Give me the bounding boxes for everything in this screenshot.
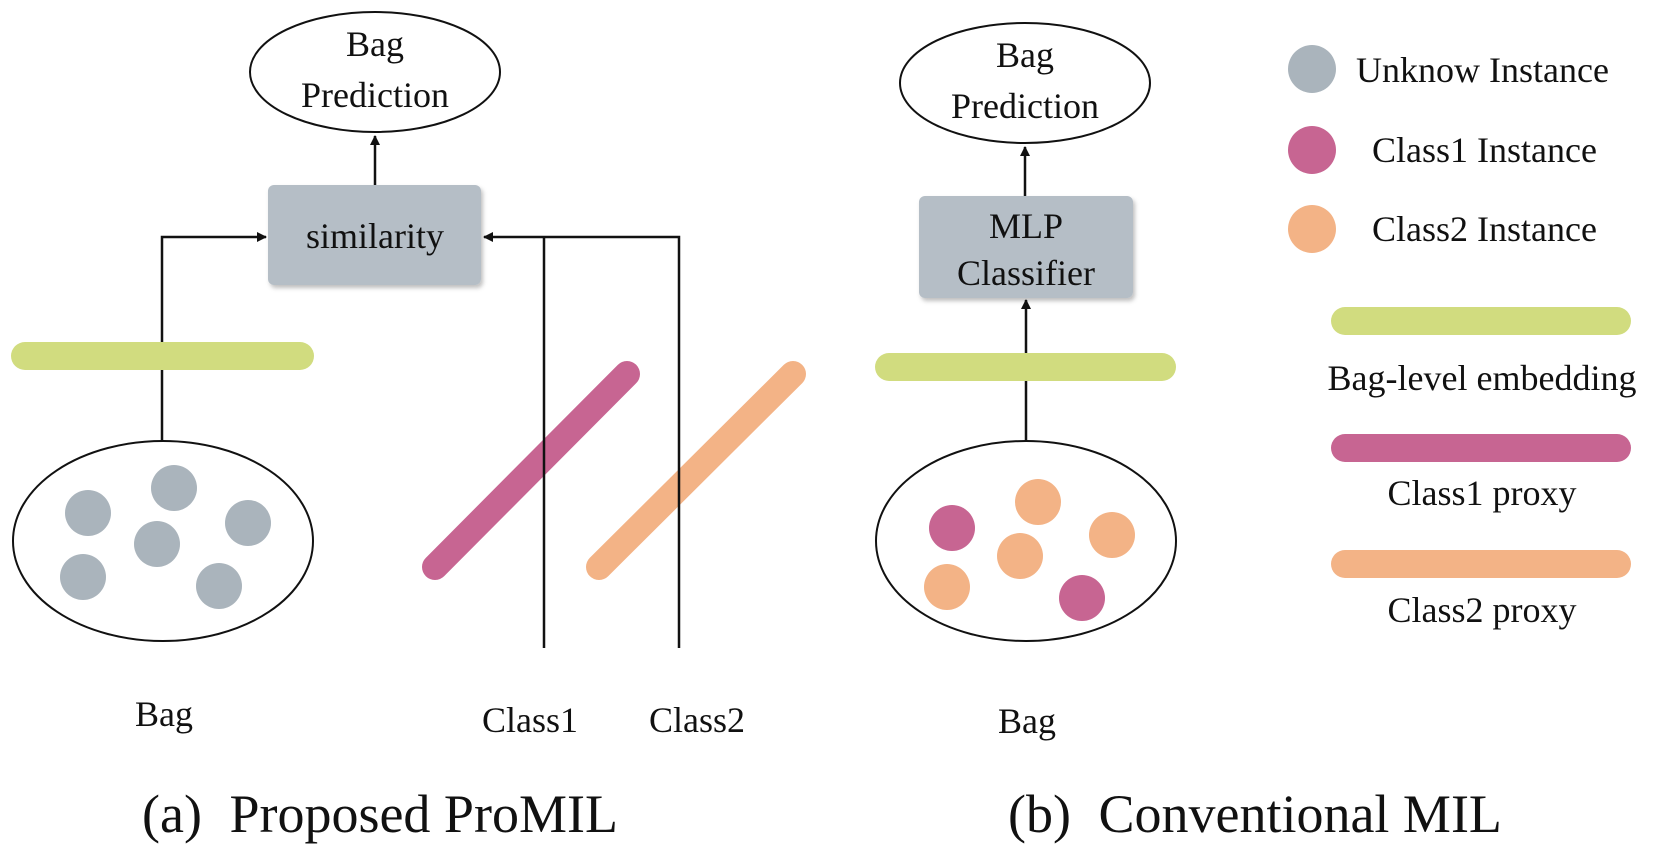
class2-label: Class2 xyxy=(649,700,745,740)
class1-proxy-bar xyxy=(422,361,640,580)
class2-instance xyxy=(997,533,1043,579)
unknown-instance xyxy=(65,490,111,536)
bag-prediction-line2-a: Prediction xyxy=(301,75,449,115)
legend-class1-instance-swatch xyxy=(1288,126,1336,174)
bag-prediction-node-a xyxy=(249,11,501,133)
class2-instance xyxy=(1089,512,1135,558)
legend-class1-instance-label: Class1 Instance xyxy=(1372,130,1597,170)
class1-instance xyxy=(1059,575,1105,621)
bag-label-a: Bag xyxy=(135,694,193,734)
legend: Unknow Instance Class1 Instance Class2 I… xyxy=(1288,45,1636,630)
class2-proxy-bar xyxy=(586,361,806,580)
unknown-instance xyxy=(151,465,197,511)
caption-b-prefix: (b) xyxy=(1008,784,1071,844)
class2-instance xyxy=(1015,479,1061,525)
bag-prediction-node-b xyxy=(899,22,1151,144)
panel-b: Bag Prediction MLP Classifier Bag (b) Co… xyxy=(875,22,1502,844)
bag-prediction-line1-a: Bag xyxy=(346,24,404,64)
similarity-label: similarity xyxy=(306,216,444,256)
caption-b: (b) Conventional MIL xyxy=(1008,784,1502,844)
legend-unknown-instance-label: Unknow Instance xyxy=(1356,50,1609,90)
legend-class2-instance-swatch xyxy=(1288,205,1336,253)
caption-a-text: Proposed ProMIL xyxy=(229,784,618,844)
mlp-classifier-line2: Classifier xyxy=(957,253,1095,293)
similarity-box xyxy=(268,185,481,285)
unknown-instance xyxy=(225,500,271,546)
legend-class2-proxy-label: Class2 proxy xyxy=(1388,590,1577,630)
unknown-instance xyxy=(196,563,242,609)
caption-b-text: Conventional MIL xyxy=(1098,784,1501,844)
class1-label: Class1 xyxy=(482,700,578,740)
legend-class1-proxy-label: Class1 proxy xyxy=(1388,473,1577,513)
mlp-classifier-line1: MLP xyxy=(989,206,1063,246)
class1-instance xyxy=(929,505,975,551)
panel-a: Bag Prediction similarity Bag Class1 Cla… xyxy=(11,11,806,844)
caption-a: (a) Proposed ProMIL xyxy=(142,784,618,844)
legend-bag-embedding-label: Bag-level embedding xyxy=(1328,358,1637,398)
mlp-classifier-box xyxy=(919,196,1133,298)
legend-class2-instance-label: Class2 Instance xyxy=(1372,209,1597,249)
class2-instance xyxy=(924,564,970,610)
bag-label-b: Bag xyxy=(998,701,1056,741)
bag-prediction-line2-b: Prediction xyxy=(951,86,1099,126)
unknown-instance xyxy=(134,521,180,567)
bag-prediction-line1-b: Bag xyxy=(996,35,1054,75)
legend-unknown-instance-swatch xyxy=(1288,45,1336,93)
arrow-class-to-similarity xyxy=(483,232,681,648)
arrow-bag-to-similarity xyxy=(160,232,267,441)
caption-a-prefix: (a) xyxy=(142,784,202,844)
unknown-instance xyxy=(60,554,106,600)
